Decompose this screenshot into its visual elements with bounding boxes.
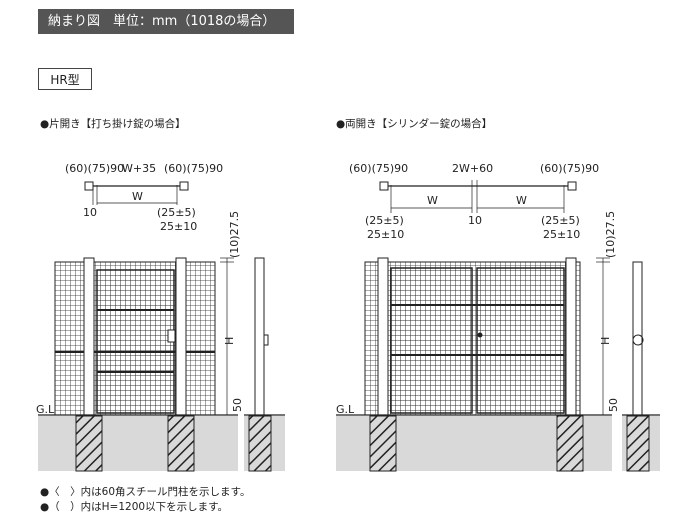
- right-plan-post-left: [379, 181, 389, 191]
- left-plan: (60)(75)90 W+35 (60)(75)90 W 10 (25±5) 2…: [65, 162, 223, 233]
- right-dim-top: (10)27.5: [604, 211, 617, 258]
- right-dim-off-left-bottom: 25±10: [367, 228, 404, 241]
- left-dim-off-top: (25±5): [157, 206, 196, 219]
- left-dim-top-right: (60)(75)90: [164, 162, 223, 175]
- left-elevation: G.L (10)27.5 H 50: [36, 211, 285, 472]
- left-dim-top: (10)27.5: [228, 211, 241, 258]
- page-title: 納まり図 単位：mm（1018の場合）: [38, 9, 294, 34]
- right-dim-off-left-top: (25±5): [365, 214, 404, 227]
- note-h1200: ●（ ）内はH=1200以下を示します。: [40, 501, 229, 513]
- right-dim-height: H: [599, 337, 612, 345]
- left-gate-leaf: [96, 269, 175, 414]
- right-cylinder-lock: [477, 332, 483, 338]
- left-dim-bottom: 50: [231, 398, 244, 412]
- left-plan-post-left: [84, 181, 94, 191]
- right-dim-off-right-top: (25±5): [541, 214, 580, 227]
- left-post-left: [83, 257, 95, 416]
- left-dim-gap: 10: [83, 206, 97, 219]
- right-elevation: G.L (10)27.5 H 50: [336, 211, 660, 472]
- right-dim-w-right: W: [516, 194, 527, 207]
- type-label: HR型: [38, 68, 92, 90]
- right-side-post: [632, 261, 643, 416]
- right-dim-top-right: (60)(75)90: [540, 162, 599, 175]
- right-dim-top-mid: 2W+60: [452, 162, 493, 175]
- left-ground: [38, 416, 238, 471]
- right-plan: (60)(75)90 2W+60 (60)(75)90 W W 10 (25±5…: [349, 162, 599, 241]
- left-footing-left: [75, 415, 103, 472]
- right-side-lock: [632, 334, 644, 346]
- right-dim-bottom: 50: [607, 398, 620, 412]
- left-dim-top-mid: W+35: [122, 162, 156, 175]
- right-dim-top-left: (60)(75)90: [349, 162, 408, 175]
- left-dim-off-bottom: 25±10: [160, 220, 197, 233]
- left-dim-height: H: [223, 337, 236, 345]
- right-dim-off-right-bottom: 25±10: [543, 228, 580, 241]
- right-ground-label: G.L: [336, 403, 355, 416]
- left-footing-right: [167, 415, 195, 472]
- left-plan-post-right: [179, 181, 189, 191]
- left-side-footing: [248, 415, 272, 472]
- right-footing-left: [369, 415, 397, 472]
- right-post-right: [565, 257, 577, 416]
- left-ground-label: G.L: [36, 403, 55, 416]
- right-gate-leaf-right: [476, 267, 565, 414]
- left-post-right: [175, 257, 187, 416]
- right-side-footing: [626, 415, 650, 472]
- right-dim-w-left: W: [427, 194, 438, 207]
- right-gate-leaf-left: [390, 267, 473, 414]
- right-dim-gap: 10: [468, 214, 482, 227]
- left-latch: [167, 329, 176, 343]
- right-post-left: [377, 257, 389, 416]
- right-heading: ●両開き【シリンダー錠の場合】: [336, 118, 493, 130]
- note-60-square-post: ●〈 〉内は60角スチール門柱を示します。: [40, 486, 251, 498]
- left-side-post: [254, 257, 265, 416]
- left-heading: ●片開き【打ち掛け錠の場合】: [40, 118, 186, 130]
- right-plan-post-right: [567, 181, 577, 191]
- left-dim-w: W: [132, 190, 143, 203]
- right-footing-right: [556, 415, 584, 472]
- left-dim-top-left: (60)(75)90: [65, 162, 124, 175]
